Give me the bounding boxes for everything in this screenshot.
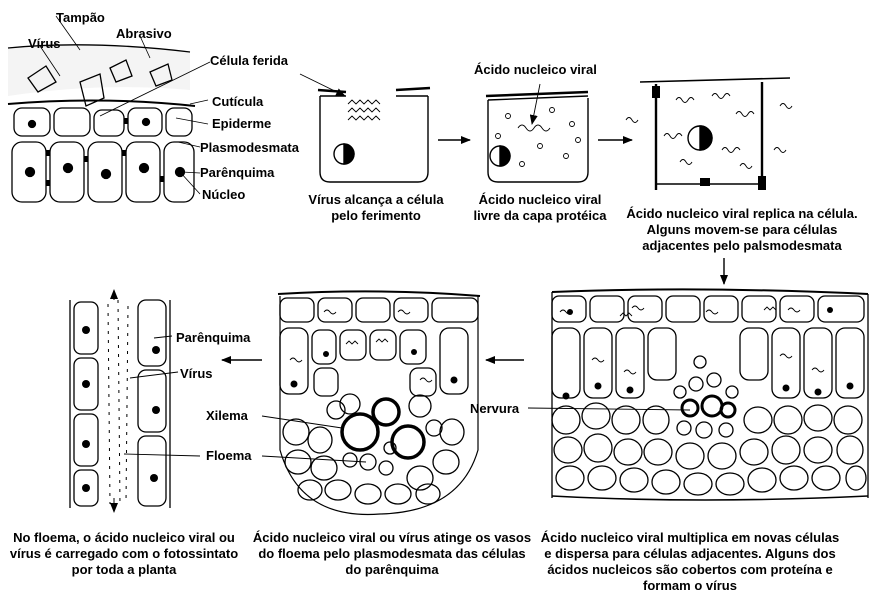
xylem-vessel [392,426,424,458]
palisade-cells-2 [280,328,468,396]
label-parenquima-left: Parênquima [176,330,250,345]
label-virus-left: Vírus [180,366,213,381]
label-virus-top: Vírus [28,36,61,51]
virus-cluster [348,100,380,120]
label-floema: Floema [206,448,252,463]
caption-step4: Ácido nucleico viral multiplica em novas… [540,530,840,594]
label-cuticula: Cutícula [212,94,263,109]
label-xilema: Xilema [206,408,248,423]
caption-step6: No floema, o ácido nucleico viral ou vír… [4,530,244,578]
panel-phloem-transport [70,290,200,512]
label-nucleo: Núcleo [202,187,245,202]
panel-replication [626,78,792,190]
upper-epidermis-2 [280,298,478,322]
vein-bundle [674,356,738,438]
xylem-vessel [373,399,399,425]
upper-epidermis [552,296,864,322]
label-celula-ferida: Célula ferida [210,53,288,68]
panel-freed-nucleic-acid [486,84,588,182]
caption-step3: Ácido nucleico viral replica na célula. … [612,206,872,254]
label-plasmodesmata: Plasmodesmata [200,140,299,155]
label-acido-nucleico-viral: Ácido nucleico viral [474,62,597,77]
phloem-channel [108,300,128,506]
label-tampao: Tampão [56,10,105,25]
caption-step5: Ácido nucleico viral ou vírus atinge os … [252,530,532,578]
caption-step2: Ácido nucleico viral livre da capa proté… [470,192,610,224]
label-parenquima-top: Parênquima [200,165,274,180]
xylem-vessel [342,414,378,450]
caption-step1: Vírus alcança a célula pelo ferimento [306,192,446,224]
panel-leaf-cross-section [528,289,868,500]
panel-phloem-access [262,291,480,514]
label-epiderme: Epiderme [212,116,271,131]
panel-wounded-cell [300,74,430,182]
label-abrasivo: Abrasivo [116,26,172,41]
label-nervura: Nervura [470,401,519,416]
